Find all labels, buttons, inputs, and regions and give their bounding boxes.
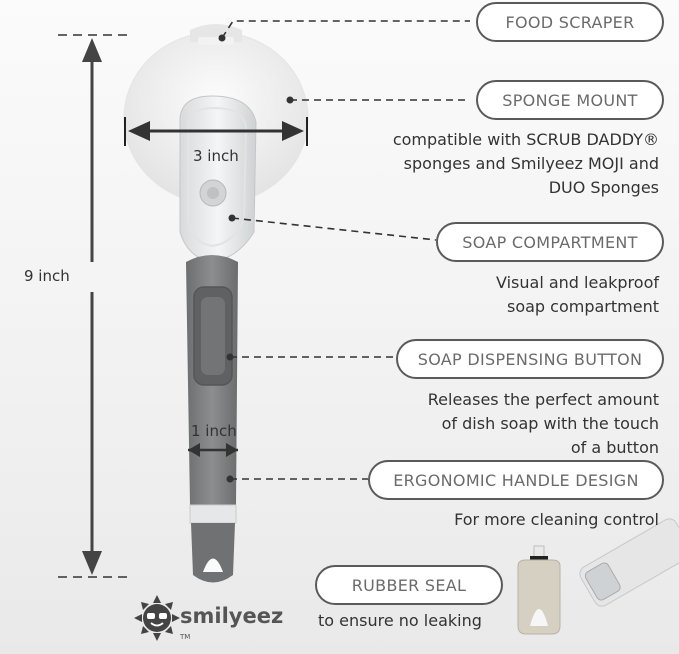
- handle-width-dimension: [188, 443, 238, 457]
- description-line: of dish soap with the touch: [441, 414, 659, 433]
- soap-compartment-pill: SOAP COMPARTMENT: [436, 222, 664, 262]
- soap-dispensing-description: Releases the perfect amount of dish soap…: [319, 388, 659, 460]
- description-line: sponges and Smilyeez MOJI and: [403, 154, 659, 173]
- sponge-mount-pill: SPONGE MOUNT: [476, 80, 664, 120]
- soap-dispensing-button-pill: SOAP DISPENSING BUTTON: [396, 339, 664, 379]
- soap-compartment-shape: [179, 95, 257, 263]
- ergonomic-handle-pill: ERGONOMIC HANDLE DESIGN: [368, 460, 664, 500]
- ergonomic-handle-description: For more cleaning control: [319, 508, 659, 532]
- sponge-mount-description: compatible with SCRUB DADDY® sponges and…: [319, 128, 659, 200]
- callout-dots: [218, 34, 294, 483]
- soap-compartment-description: Visual and leakproof soap compartment: [319, 271, 659, 319]
- handle-grip: [186, 255, 238, 505]
- handle-end: [189, 504, 237, 583]
- sun-logo-icon: [134, 595, 180, 641]
- callout-leaders: [221, 20, 470, 480]
- description-line: Visual and leakproof: [496, 273, 659, 292]
- brand-trademark: TM: [180, 633, 191, 641]
- description-line: compatible with SCRUB DADDY®: [392, 130, 659, 149]
- rubber-seal-pill: RUBBER SEAL: [315, 565, 503, 605]
- description-line: For more cleaning control: [454, 510, 659, 529]
- head-width-label: 3 inch: [193, 147, 239, 165]
- description-line: soap compartment: [507, 297, 659, 316]
- description-line: of a button: [570, 438, 659, 457]
- rubber-seal-description: to ensure no leaking: [318, 609, 518, 633]
- height-dimension: [58, 34, 128, 578]
- description-line: Releases the perfect amount: [427, 390, 659, 409]
- rubber-seal-inset: [517, 518, 679, 635]
- height-dimension-label: 9 inch: [24, 267, 70, 285]
- brand-name: smilyeez: [180, 604, 284, 628]
- description-line: to ensure no leaking: [318, 611, 482, 630]
- head-width-dimension: [124, 117, 308, 146]
- description-line: DUO Sponges: [548, 178, 659, 197]
- food-scraper-pill: FOOD SCRAPER: [476, 2, 664, 42]
- handle-width-label: 1 inch: [191, 422, 237, 440]
